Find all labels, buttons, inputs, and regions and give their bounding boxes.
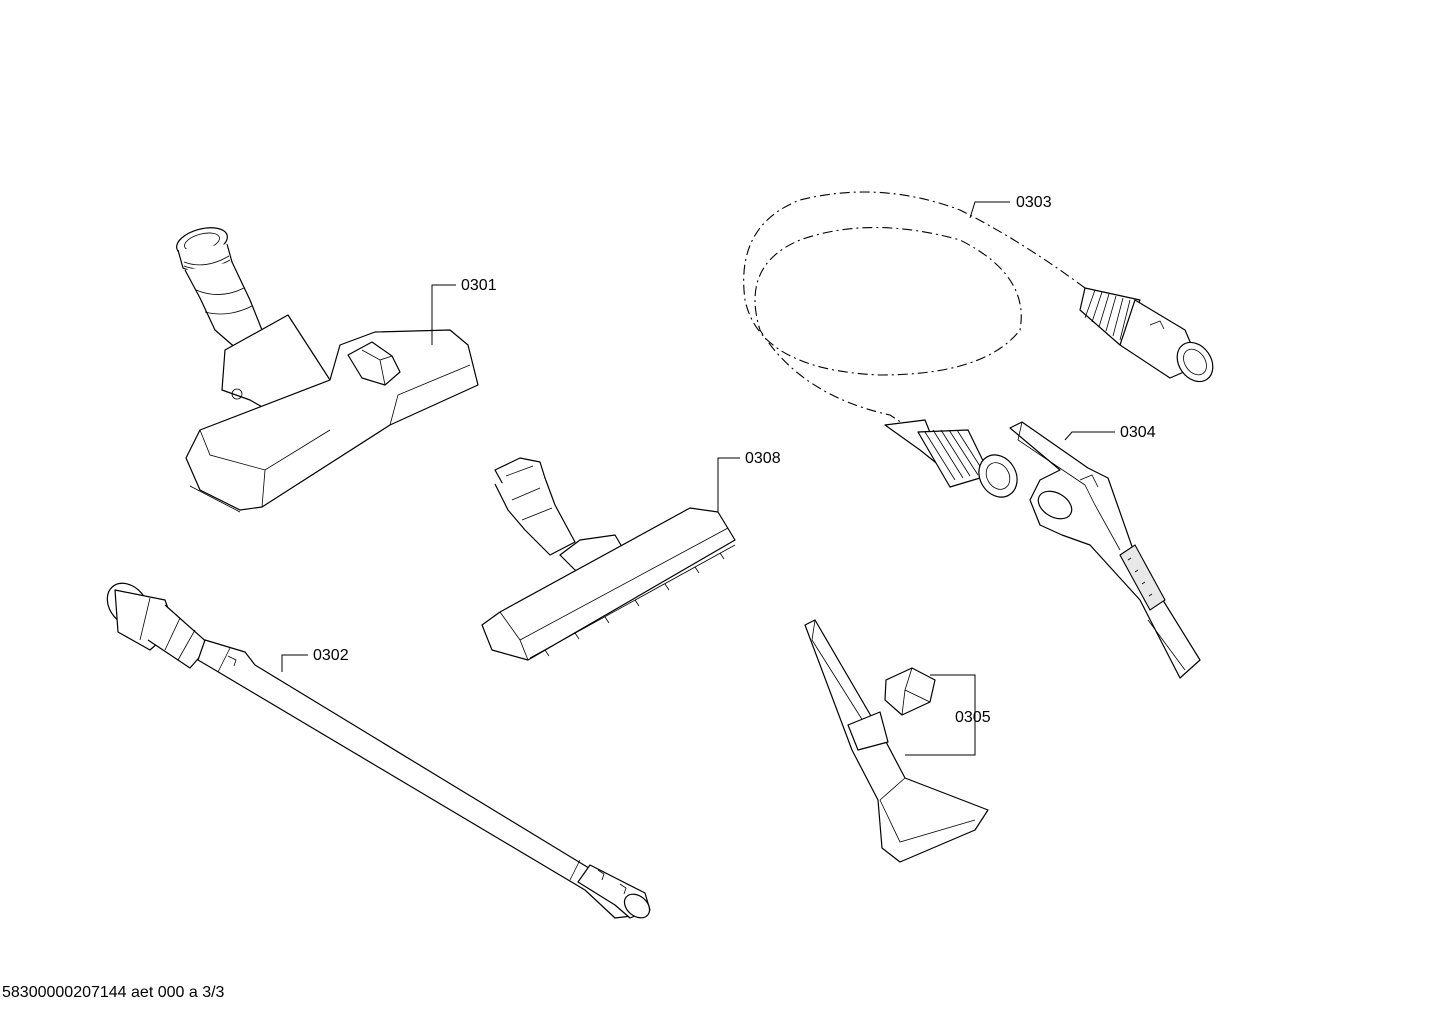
label-0308: 0308 bbox=[745, 450, 781, 467]
floor-nozzle-drawing[interactable] bbox=[174, 223, 479, 513]
label-0301: 0301 bbox=[461, 277, 497, 294]
crevice-clip-drawing[interactable] bbox=[884, 667, 936, 716]
label-0305: 0305 bbox=[955, 709, 991, 726]
crevice-nozzle-drawing[interactable] bbox=[804, 619, 989, 863]
telescopic-tube-drawing[interactable] bbox=[99, 575, 654, 923]
label-0304: 0304 bbox=[1120, 424, 1156, 441]
label-0302: 0302 bbox=[313, 647, 349, 664]
parquet-nozzle-drawing[interactable] bbox=[481, 457, 736, 661]
leader-0304 bbox=[1064, 431, 1115, 441]
label-0303: 0303 bbox=[1016, 194, 1052, 211]
footer-text: 58300000207144 aet 000 a 3/3 bbox=[2, 984, 225, 1001]
leader-0305 bbox=[905, 674, 976, 756]
suction-hose-drawing[interactable] bbox=[743, 191, 1220, 504]
leader-0303 bbox=[969, 201, 1010, 219]
leader-0302 bbox=[281, 654, 308, 672]
leader-0308 bbox=[717, 457, 740, 512]
hose-handle-drawing[interactable] bbox=[1009, 421, 1201, 679]
leader-0301 bbox=[431, 284, 456, 345]
